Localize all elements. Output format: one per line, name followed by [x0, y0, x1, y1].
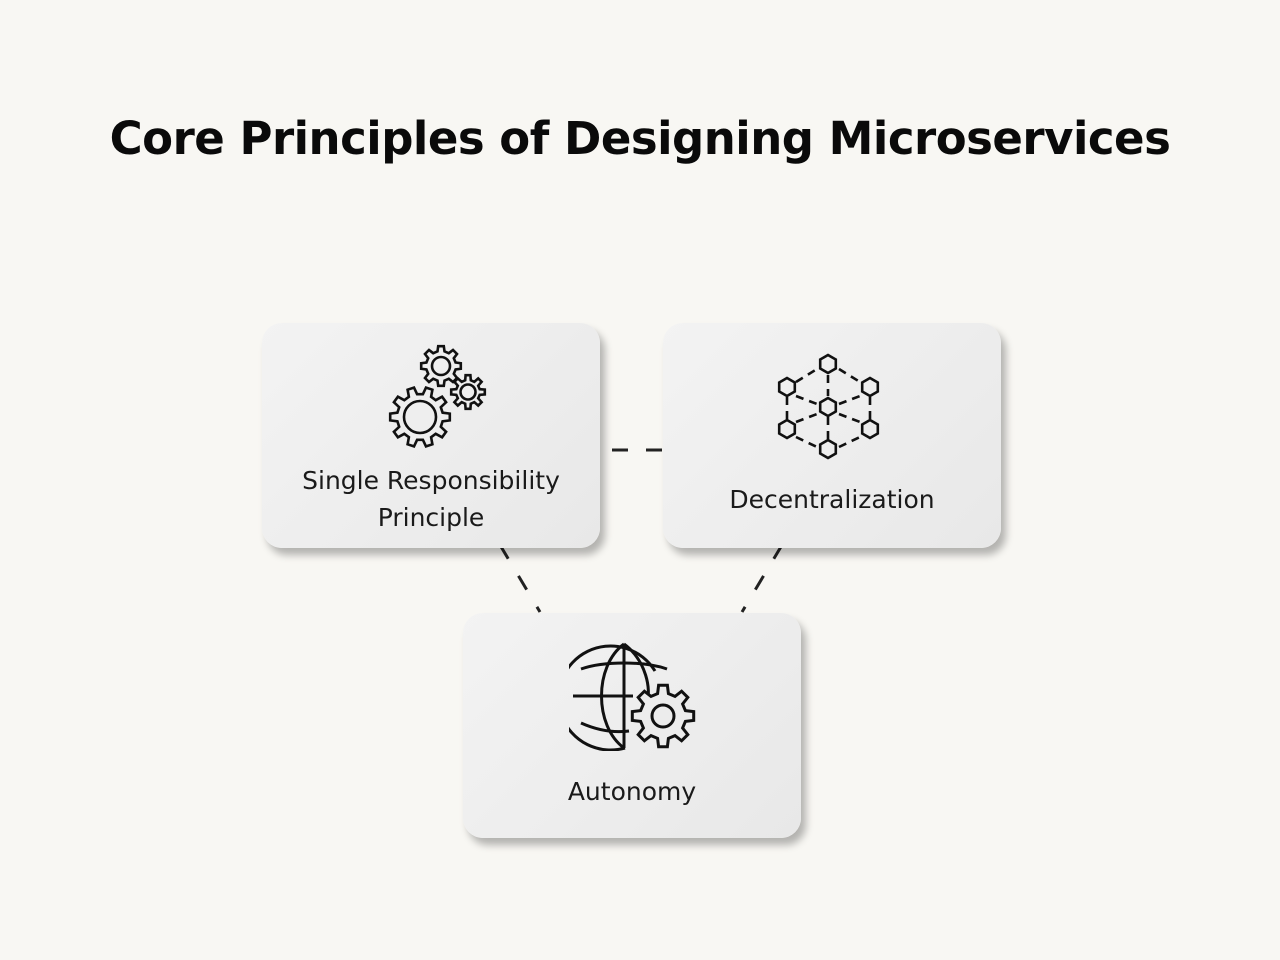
hexagon-node-icon — [818, 396, 838, 418]
gears-icon — [388, 344, 487, 448]
card-label: Decentralization — [729, 485, 935, 514]
connector-srp-autonomy — [498, 544, 542, 613]
gear-icon — [388, 386, 452, 448]
gear-icon — [449, 373, 487, 411]
hexagon-node-icon — [860, 376, 880, 398]
card-label: Autonomy — [567, 777, 697, 806]
hexagon-node-icon — [777, 418, 797, 440]
hexagon-node-icon — [777, 376, 797, 398]
hexagon-node-icon — [860, 418, 880, 440]
gear-icon — [630, 683, 696, 749]
globe-gear-icon — [569, 642, 696, 751]
card-autonomy: Autonomy — [463, 613, 801, 838]
page-title: Core Principles of Designing Microservic… — [109, 112, 1171, 165]
card-decentralization: Decentralization — [663, 323, 1001, 548]
hexagon-node-icon — [818, 353, 838, 375]
connector-decentralization-autonomy — [740, 544, 784, 613]
hexagon-node-icon — [818, 438, 838, 460]
card-single-responsibility: Single Responsibility Principle — [262, 323, 600, 548]
card-label: Single Responsibility Principle — [302, 466, 560, 532]
hexagon-network-icon — [777, 353, 880, 460]
